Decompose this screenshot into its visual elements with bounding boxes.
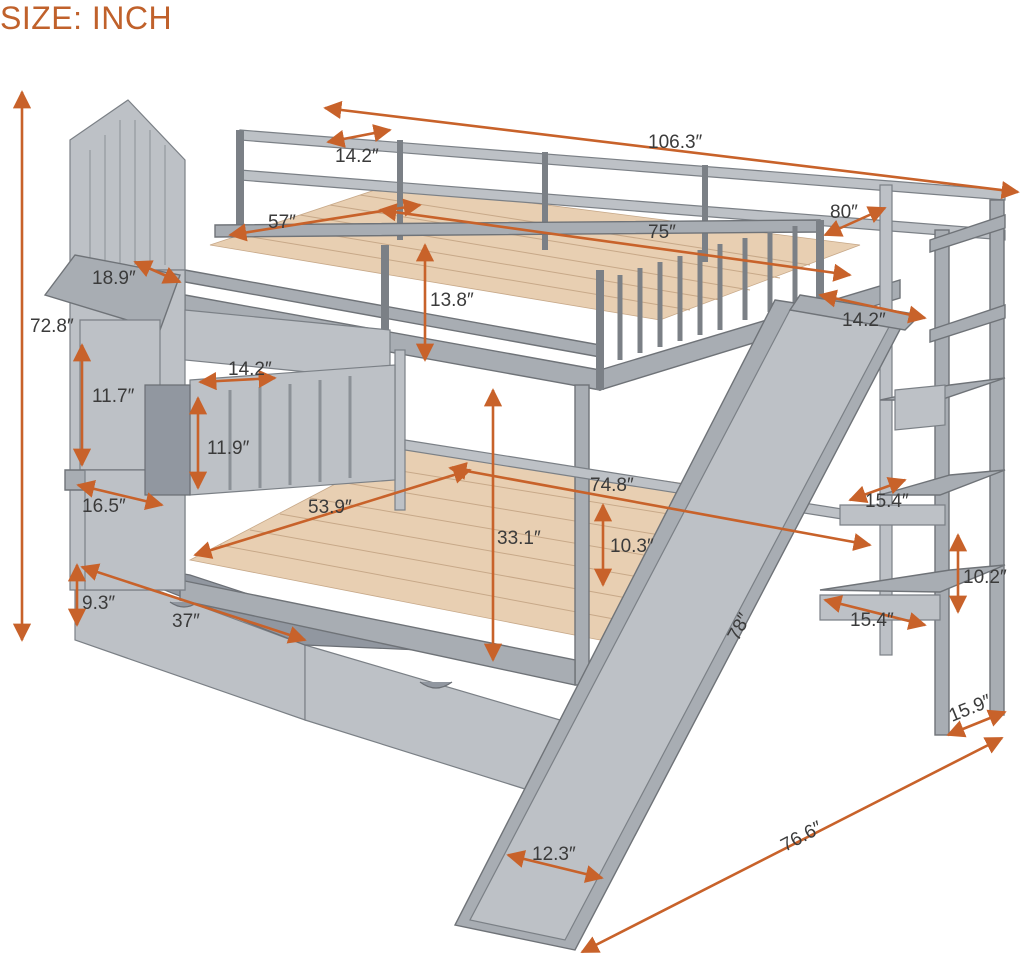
- label-roof-width: 18.9″: [92, 268, 136, 289]
- label-top-rail-length: 57″: [268, 212, 296, 233]
- arrow-top-rail-depth: [326, 124, 392, 148]
- label-bottom-mattress-length: 74.8″: [590, 475, 634, 496]
- arrow-top-mattress-length: [378, 203, 852, 282]
- diagram-title: SIZE: INCH: [0, 0, 173, 36]
- label-bottom-mattress-width: 53.9″: [308, 497, 352, 518]
- arrow-drawer-length: [80, 563, 307, 644]
- arrow-ladder-depth: [946, 709, 1007, 738]
- label-overall-length: 106.3″: [648, 132, 703, 153]
- arrow-roof-width: [133, 260, 182, 284]
- label-top-mattress-length: 75″: [648, 222, 676, 243]
- ladder-shelves: [819, 184, 1006, 736]
- arrow-bottom-step-depth: [76, 479, 164, 511]
- label-shelf-spacing: 10.2″: [963, 567, 1007, 588]
- label-under-bed-clearance: 33.1″: [497, 528, 541, 549]
- arrow-overall-width: [580, 736, 1004, 954]
- label-bottom-step-depth: 16.5″: [82, 496, 126, 517]
- arrow-overall-length: [323, 100, 1020, 200]
- label-drawer-height: 9.3″: [82, 593, 115, 614]
- label-platform-depth: 14.2″: [842, 310, 886, 331]
- label-top-width: 80″: [830, 202, 858, 223]
- dimension-labels: 106.3″ 14.2″ 57″ 80″ 75″ 18.9″ 72.8″ 13.…: [30, 132, 1007, 865]
- label-drawer-step-height: 11.9″: [207, 438, 250, 459]
- arrow-shelf-depth-lower: [823, 595, 927, 630]
- label-shelf-depth-lower: 15.4″: [850, 610, 894, 631]
- label-overall-width: 76.6″: [777, 817, 826, 856]
- arrow-drawer-step-depth: [198, 369, 277, 391]
- label-stair-step-height: 11.7″: [92, 386, 135, 407]
- label-top-rail-depth: 14.2″: [335, 146, 379, 167]
- label-ladder-depth: 15.9″: [946, 691, 995, 727]
- arrow-bottom-mattress-width: [193, 466, 472, 559]
- label-drawer-step-depth: 14.2″: [228, 359, 272, 380]
- arrow-shelf-depth-upper: [848, 477, 907, 503]
- label-slide-width: 12.3″: [532, 844, 576, 865]
- bed-body: [43, 99, 1006, 951]
- label-drawer-length: 37″: [172, 611, 200, 632]
- arrow-bottom-mattress-length: [448, 462, 872, 551]
- dimension-arrows: [12, 90, 1020, 954]
- arrow-platform-depth: [818, 289, 927, 324]
- label-bottom-rail-height: 10.3″: [610, 536, 654, 557]
- label-guardrail-height: 13.8″: [430, 290, 474, 311]
- label-shelf-depth-upper: 15.4″: [865, 491, 909, 512]
- label-overall-height: 72.8″: [30, 316, 74, 337]
